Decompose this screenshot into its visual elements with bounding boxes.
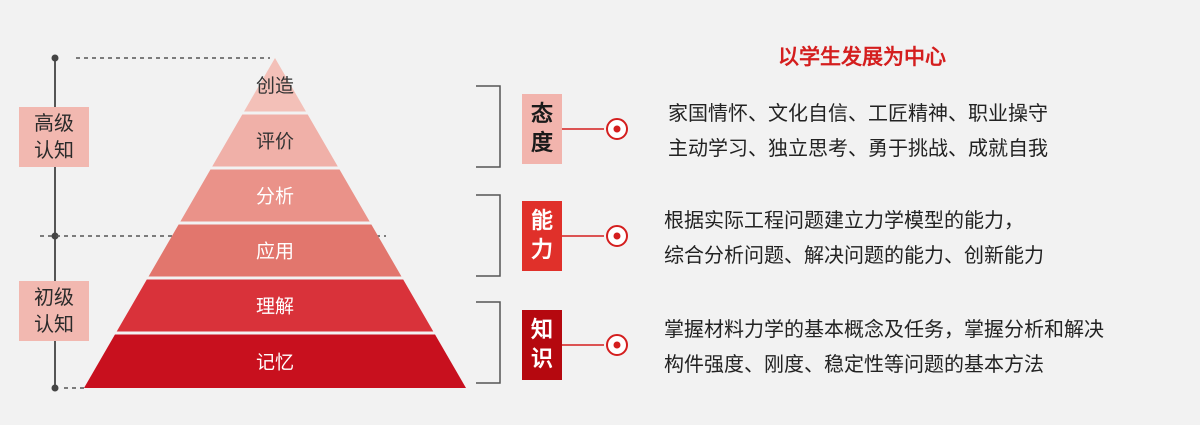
pyramid-tier-label-2: 评价 [256, 131, 294, 153]
pyramid-tier-label-6: 记忆 [256, 351, 294, 373]
tag-knowledge-char-2: 识 [530, 347, 553, 372]
pyramid-tier-label-3: 分析 [256, 186, 294, 208]
desc-knowledge-line-2: 构件强度、刚度、稳定性等问题的基本方法 [664, 352, 1044, 376]
tag-knowledge-char-1: 知 [530, 318, 553, 343]
axis-dot-top [51, 54, 59, 62]
pyramid-tier-4 [148, 224, 402, 277]
low-cognition-line-2: 认知 [34, 312, 74, 336]
tag-knowledge: 知 识 [522, 310, 562, 380]
desc-ability-line-1: 根据实际工程问题建立力学模型的能力， [664, 208, 1024, 232]
axis-dot-bottom [51, 384, 59, 392]
low-cognition-box: 初级 认知 [19, 281, 89, 341]
bracket-ability [476, 194, 501, 277]
high-cognition-line-1: 高级 [34, 111, 74, 135]
connector-knowledge [562, 334, 628, 356]
tag-ability-char-2: 力 [530, 238, 553, 263]
bracket-attitude [476, 85, 501, 168]
pyramid-tier-3 [180, 169, 370, 222]
main-title: 以学生发展为中心 [778, 45, 946, 69]
low-cognition-line-1: 初级 [34, 285, 74, 309]
desc-knowledge: 掌握材料力学的基本概念及任务，掌握分析和解决 构件强度、刚度、稳定性等问题的基本… [664, 312, 1104, 382]
connector-ability [562, 225, 628, 247]
axis-dot-mid [51, 232, 59, 240]
desc-attitude-line-2: 主动学习、独立思考、勇于挑战、成就自我 [668, 136, 1048, 160]
pyramid-tier-label-4: 应用 [256, 241, 294, 263]
tag-attitude: 态 度 [522, 94, 562, 164]
pyramid-tier-label-1: 创造 [256, 75, 294, 97]
tag-ability: 能 力 [522, 201, 562, 271]
tag-attitude-char-2: 度 [530, 131, 553, 156]
high-cognition-box: 高级 认知 [19, 107, 89, 167]
desc-knowledge-line-1: 掌握材料力学的基本概念及任务，掌握分析和解决 [664, 317, 1104, 341]
desc-attitude-line-1: 家国情怀、文化自信、工匠精神、职业操守 [668, 101, 1048, 125]
desc-ability-line-2: 综合分析问题、解决问题的能力、创新能力 [664, 243, 1044, 267]
pyramid-tier-5 [116, 279, 434, 332]
desc-ability: 根据实际工程问题建立力学模型的能力， 综合分析问题、解决问题的能力、创新能力 [664, 203, 1044, 273]
tag-attitude-char-1: 态 [530, 102, 553, 127]
pyramid-tier-2 [212, 114, 338, 167]
tag-ability-char-1: 能 [530, 209, 553, 234]
bracket-knowledge [476, 301, 501, 384]
connector-attitude [562, 118, 628, 140]
pyramid-tier-1 [244, 58, 306, 112]
high-cognition-line-2: 认知 [34, 138, 74, 162]
pyramid-tier-label-5: 理解 [256, 296, 294, 318]
pyramid-tier-6 [84, 334, 466, 388]
desc-attitude: 家国情怀、文化自信、工匠精神、职业操守 主动学习、独立思考、勇于挑战、成就自我 [668, 96, 1048, 166]
